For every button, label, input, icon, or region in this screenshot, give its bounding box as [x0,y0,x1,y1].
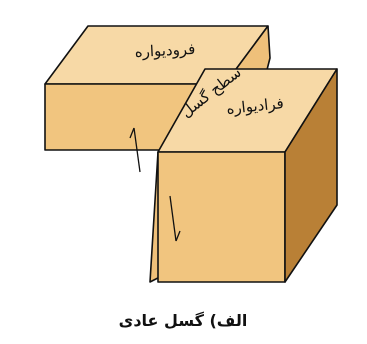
footwall-label: فرودیواره [134,40,195,61]
hanging-wall-front-face [158,152,285,282]
figure-caption: الف) گسل عادی [119,311,248,330]
